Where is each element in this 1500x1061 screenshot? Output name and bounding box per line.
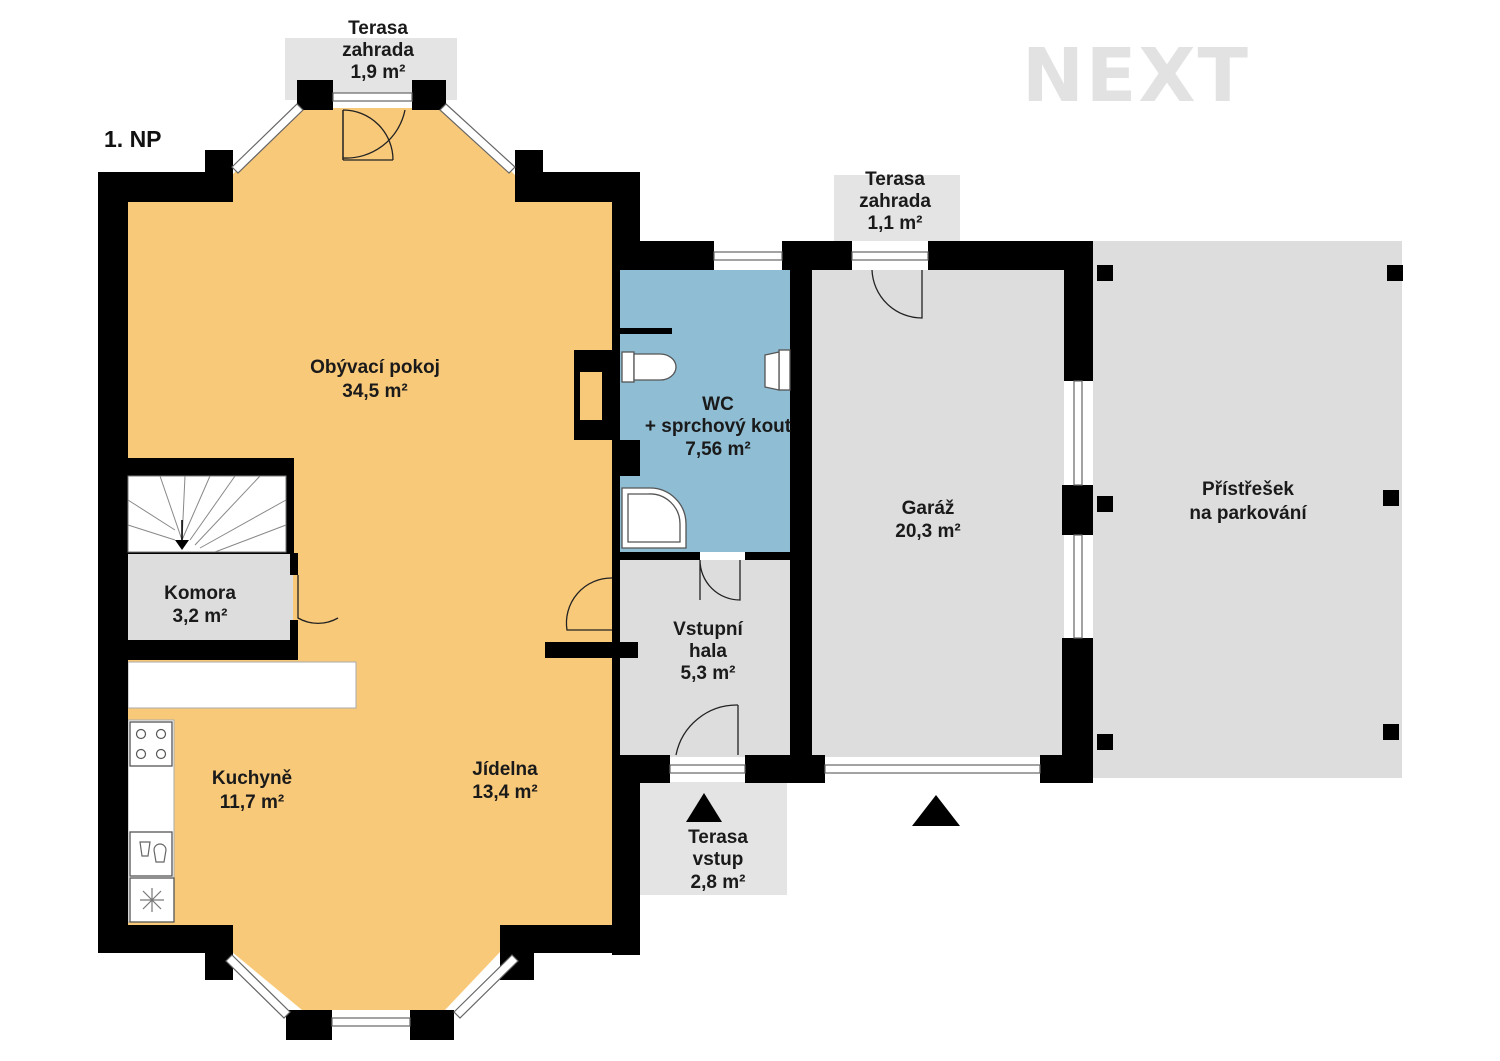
room-label-text: Terasa <box>688 827 748 848</box>
dishwasher-icon <box>129 831 173 877</box>
room-label-text: 5,3 m² <box>681 663 736 684</box>
terrace-entry-area <box>640 782 787 895</box>
floor-label: 1. NP <box>104 126 162 152</box>
room-label-text: Garáž <box>902 498 955 519</box>
windows <box>225 92 1083 1027</box>
room-label-dining: Jídelna 13,4 m² <box>472 759 538 803</box>
stove-icon <box>129 721 173 767</box>
room-label-text: WC <box>702 394 734 415</box>
garage-entrance-arrow-icon <box>912 795 960 826</box>
staircase-icon <box>127 475 287 553</box>
room-label-text: Přístřešek <box>1202 479 1294 500</box>
room-label-carport: Přístřešek na parkování <box>1189 479 1307 524</box>
carport-area <box>1093 241 1402 778</box>
room-label-text: 3,2 m² <box>173 606 228 627</box>
room-label-text: 20,3 m² <box>895 521 960 542</box>
room-label-text: + sprchový kout <box>645 416 792 437</box>
room-label-text: zahrada <box>859 191 931 212</box>
shower-icon <box>621 487 687 549</box>
walls <box>98 80 1403 1040</box>
room-label-wc: WC + sprchový kout 7,56 m² <box>645 394 792 460</box>
room-label-text: vstup <box>693 849 744 870</box>
room-label-text: zahrada <box>342 40 414 61</box>
garage-floor <box>812 270 1064 757</box>
room-label-text: Jídelna <box>472 759 538 780</box>
room-label-text: 11,7 m² <box>220 792 284 813</box>
toilet-icon <box>621 351 677 383</box>
staircase-floor <box>128 475 293 553</box>
storage-floor <box>128 553 293 640</box>
room-label-terrace-entry: Terasa vstup 2,8 m² <box>688 827 748 893</box>
room-label-text: Terasa <box>348 18 408 39</box>
washing-machine-icon <box>129 877 175 923</box>
room-label-text: Vstupní <box>673 619 743 640</box>
hall-floor <box>620 560 792 757</box>
entrance-arrow-icon <box>686 793 722 822</box>
logo-text: NEXT <box>1022 33 1250 119</box>
room-label-text: 2,8 m² <box>691 872 746 893</box>
room-label-living: Obývací pokoj 34,5 m² <box>310 357 440 402</box>
room-label-text: 13,4 m² <box>472 782 537 803</box>
room-label-text: Kuchyně <box>212 768 292 789</box>
room-label-text: Obývací pokoj <box>310 357 440 378</box>
terrace-garden-2-area <box>834 175 960 241</box>
room-label-garage: Garáž 20,3 m² <box>895 498 960 542</box>
living-dining-kitchen-floor <box>128 108 612 1010</box>
room-label-text: Komora <box>164 583 236 604</box>
room-label-text: 34,5 m² <box>342 381 407 402</box>
next-logo: NEXT <box>1022 33 1250 119</box>
room-label-storage: Komora 3,2 m² <box>164 583 236 627</box>
kitchen-island-counter <box>127 661 357 709</box>
room-label-text: 7,56 m² <box>685 439 750 460</box>
room-label-terrace-garden-2: Terasa zahrada 1,1 m² <box>859 169 931 234</box>
room-label-terrace-garden-1: Terasa zahrada 1,9 m² <box>342 18 414 83</box>
sink-icon <box>764 349 791 391</box>
doors <box>297 109 923 756</box>
room-label-text: Terasa <box>865 169 925 190</box>
room-label-text: na parkování <box>1189 503 1307 524</box>
room-label-hall: Vstupní hala 5,3 m² <box>673 619 743 684</box>
room-label-text: 1,1 m² <box>868 213 923 234</box>
room-label-kitchen: Kuchyně 11,7 m² <box>212 768 292 813</box>
room-label-text: hala <box>689 641 727 662</box>
room-label-text: 1,9 m² <box>351 62 406 83</box>
